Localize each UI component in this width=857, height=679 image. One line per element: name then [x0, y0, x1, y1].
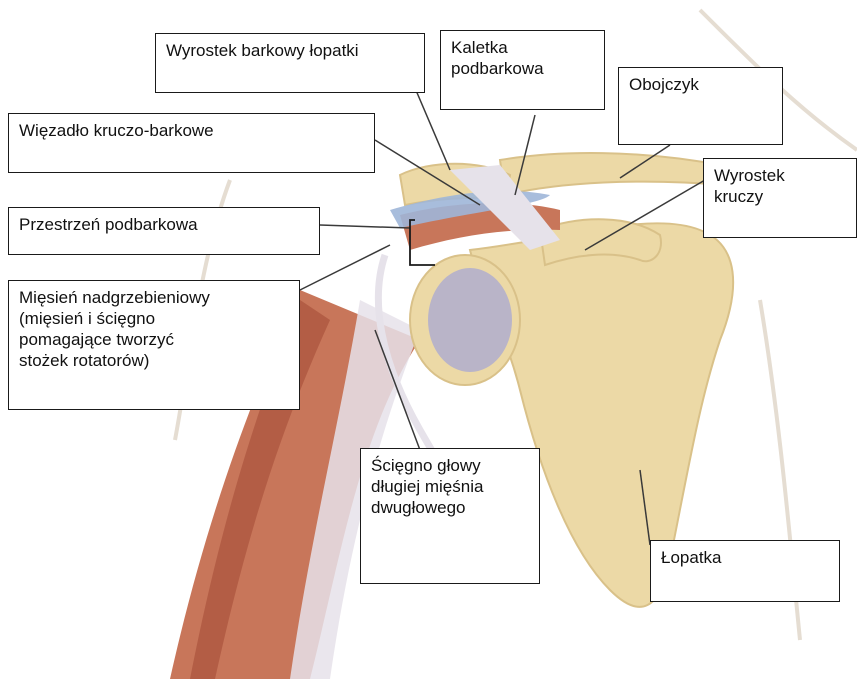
label-coracoacromial-ligament: Więzadło kruczo-barkowe [8, 113, 375, 173]
label-supraspinatus: Mięsień nadgrzebieniowy (mięsień i ścięg… [8, 280, 300, 410]
label-coracoid-process: Wyrostek kruczy [703, 158, 857, 238]
label-subacromial-bursa: Kaletka podbarkowa [440, 30, 605, 110]
label-subacromial-space: Przestrzeń podbarkowa [8, 207, 320, 255]
label-biceps-long-head-tendon: Ścięgno głowy długiej mięśnia dwugłowego [360, 448, 540, 584]
humeral-head-cartilage [428, 268, 512, 372]
label-clavicle: Obojczyk [618, 67, 783, 145]
label-scapula: Łopatka [650, 540, 840, 602]
label-acromion: Wyrostek barkowy łopatki [155, 33, 425, 93]
leader-line-subacromial-space [320, 225, 410, 228]
